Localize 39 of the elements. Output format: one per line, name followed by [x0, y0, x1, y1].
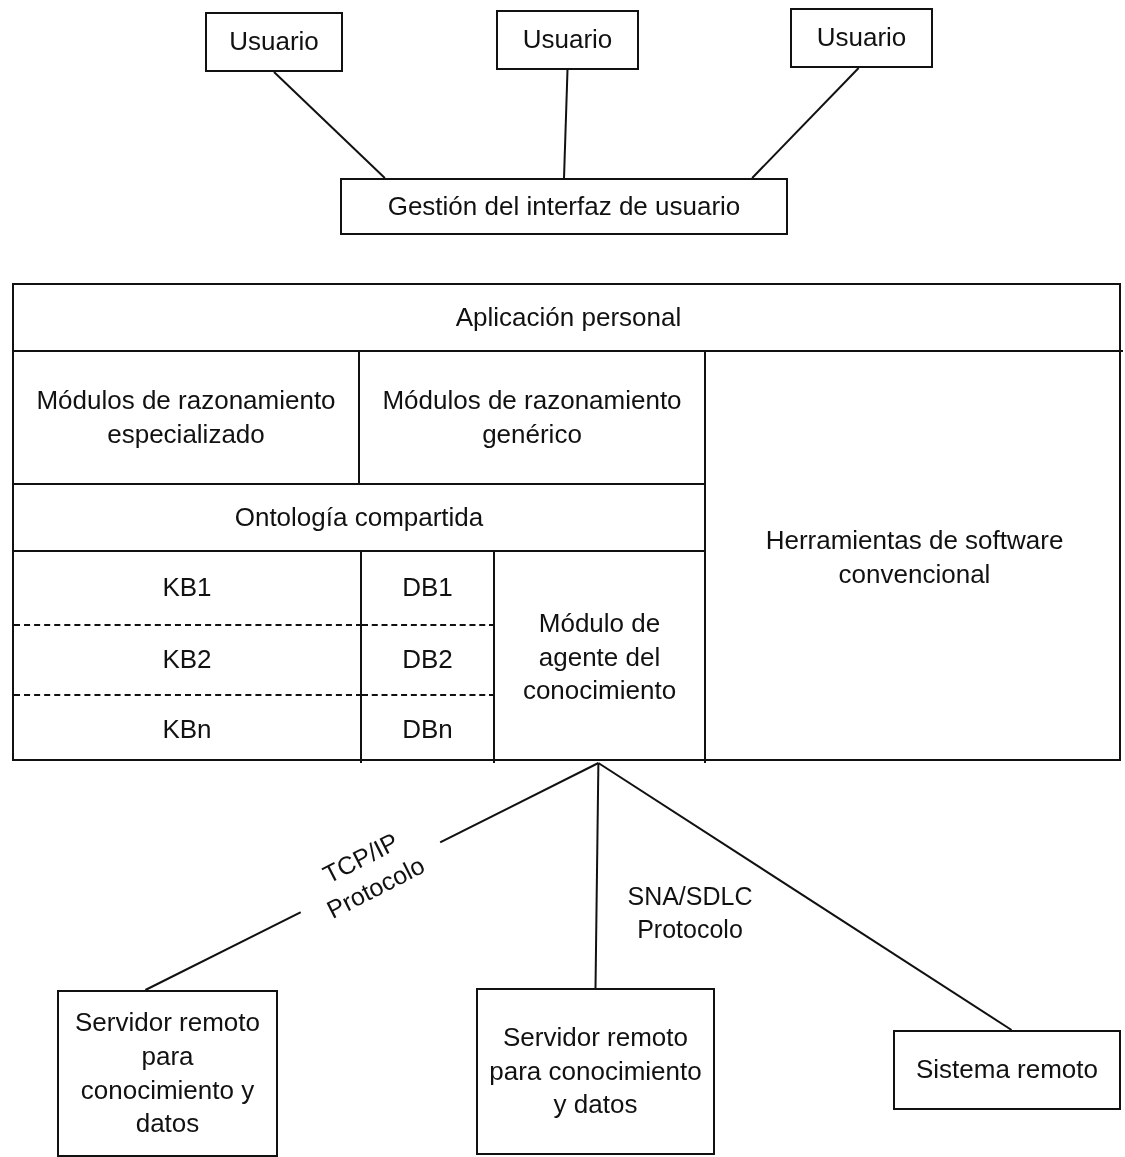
- node-label: KBn: [161, 712, 213, 746]
- user-box: [790, 8, 933, 68]
- node-label: DBn: [401, 712, 454, 746]
- module-cell: [14, 352, 360, 485]
- node-label: Aplicación personal: [454, 300, 683, 334]
- user-box: [496, 10, 639, 70]
- node-label: Usuario: [521, 23, 614, 57]
- node-label: KB2: [161, 643, 213, 677]
- node-label: Servidor remoto para conocimiento y datos: [488, 1020, 703, 1122]
- connector-line: [597, 762, 1013, 1031]
- server-box: [57, 990, 278, 1157]
- knowledge-base-cell: [14, 552, 362, 626]
- system-frame: [12, 283, 1121, 761]
- node-label: Usuario: [228, 25, 320, 59]
- node-label: Módulos de razonamiento genérico: [381, 383, 683, 451]
- connector-line: [273, 71, 386, 179]
- user-box: [205, 12, 343, 72]
- node-label: Usuario: [815, 21, 908, 55]
- database-cell: [362, 552, 495, 626]
- node-label: DB1: [401, 571, 454, 605]
- process-box: [340, 178, 788, 235]
- node-label: Ontología compartida: [233, 500, 485, 534]
- node-label: Herramientas de software convencional: [764, 523, 1065, 591]
- node-label: KB1: [161, 571, 213, 605]
- connector-line: [594, 762, 600, 989]
- knowledge-base-cell: [14, 626, 362, 696]
- node-label: DB2: [401, 643, 454, 677]
- node-label: Módulo de agente del conocimiento: [521, 606, 678, 708]
- node-label: Gestión del interfaz de usuario: [386, 189, 742, 223]
- node-label: Sistema remoto: [914, 1053, 1100, 1087]
- remote-system-box: [893, 1030, 1121, 1110]
- database-cell: [362, 626, 495, 696]
- ontology-cell: [14, 485, 706, 552]
- node-label: Servidor remoto para conocimiento y datos: [74, 1005, 261, 1141]
- node-label: Módulos de razonamiento especializado: [35, 383, 337, 451]
- connector-line: [751, 67, 860, 179]
- connector-line: [563, 69, 569, 179]
- module-cell: [360, 352, 706, 485]
- server-box: [476, 988, 715, 1155]
